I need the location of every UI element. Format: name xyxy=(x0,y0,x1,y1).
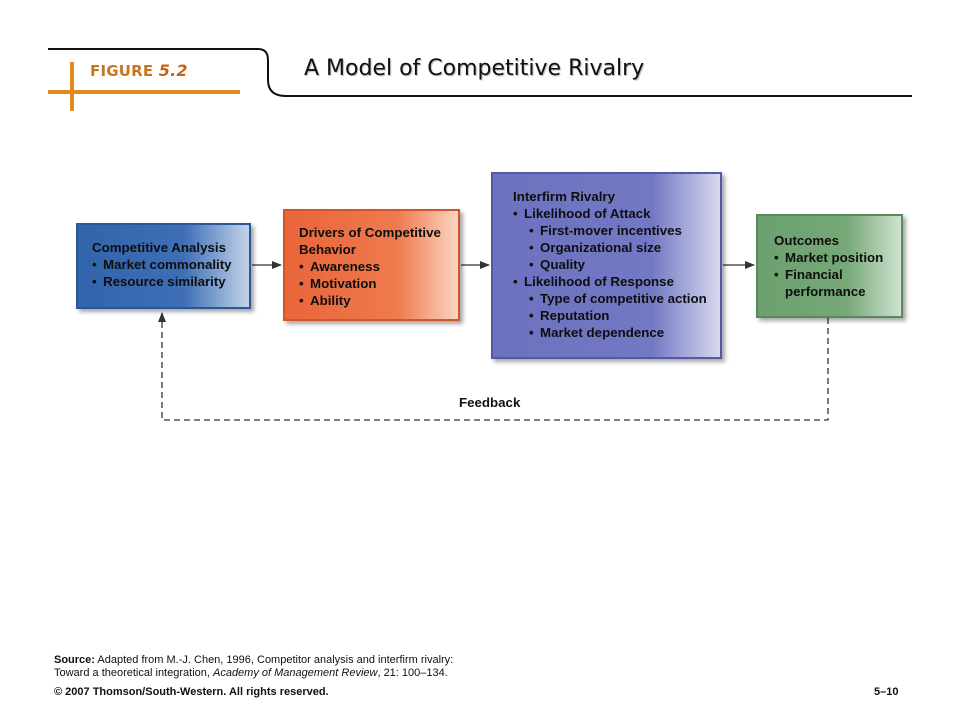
figure-label: FIGURE 5.2 xyxy=(90,61,188,80)
list-item: Quality xyxy=(529,256,707,273)
box-heading: Interfirm Rivalry xyxy=(513,189,615,204)
list-item: Financial xyxy=(774,266,883,283)
source-line2-prefix: Toward a theoretical integration, xyxy=(54,667,213,679)
list-item: Motivation xyxy=(299,275,441,292)
list-item: Market commonality xyxy=(92,256,232,273)
list-item-continuation: performance xyxy=(785,284,866,299)
box-heading-line2: Behavior xyxy=(299,242,356,257)
drivers-of-competitive-behavior-box: Drivers of Competitive Behavior Awarenes… xyxy=(283,209,460,321)
list-item: Type of competitive action xyxy=(529,290,707,307)
group-label: Likelihood of Response xyxy=(524,274,674,289)
figure-number: 5.2 xyxy=(158,61,188,80)
page-title: A Model of Competitive Rivalry xyxy=(304,56,645,81)
source-citation: Source: Adapted from M.-J. Chen, 1996, C… xyxy=(54,654,453,680)
list-item: Reputation xyxy=(529,307,707,324)
page-number: 5–10 xyxy=(874,686,899,698)
box-heading: Competitive Analysis xyxy=(92,240,226,255)
box-heading-line1: Drivers of Competitive xyxy=(299,225,441,240)
source-line2-suffix: , 21: 100–134. xyxy=(377,667,448,679)
list-item: First-mover incentives xyxy=(529,222,707,239)
interfirm-rivalry-box: Interfirm Rivalry Likelihood of Attack F… xyxy=(491,172,722,359)
accent-horizontal-bar xyxy=(48,90,240,94)
group-label: Likelihood of Attack xyxy=(524,206,651,221)
source-line1: Adapted from M.-J. Chen, 1996, Competito… xyxy=(94,654,454,666)
feedback-label: Feedback xyxy=(459,395,521,410)
list-item-group: Likelihood of Response Type of competiti… xyxy=(513,273,707,341)
source-label: Source: xyxy=(54,654,95,666)
accent-vertical-bar xyxy=(70,62,74,111)
list-item-group: Likelihood of Attack First-mover incenti… xyxy=(513,205,707,273)
list-item: Awareness xyxy=(299,258,441,275)
header-divider-line xyxy=(48,48,912,97)
copyright-text: © 2007 Thomson/South-Western. All rights… xyxy=(54,686,329,698)
feedback-loop-line xyxy=(158,312,829,421)
list-item: Resource similarity xyxy=(92,273,232,290)
box-heading: Outcomes xyxy=(774,233,840,248)
competitive-analysis-box: Competitive Analysis Market commonality … xyxy=(76,223,251,309)
figure-word: FIGURE xyxy=(90,62,154,80)
list-item: Organizational size xyxy=(529,239,707,256)
outcomes-box: Outcomes Market position Financial perfo… xyxy=(756,214,903,318)
source-journal: Academy of Management Review xyxy=(212,667,378,679)
list-item: Market dependence xyxy=(529,324,707,341)
list-item: Market position xyxy=(774,249,883,266)
list-item: Ability xyxy=(299,292,441,309)
